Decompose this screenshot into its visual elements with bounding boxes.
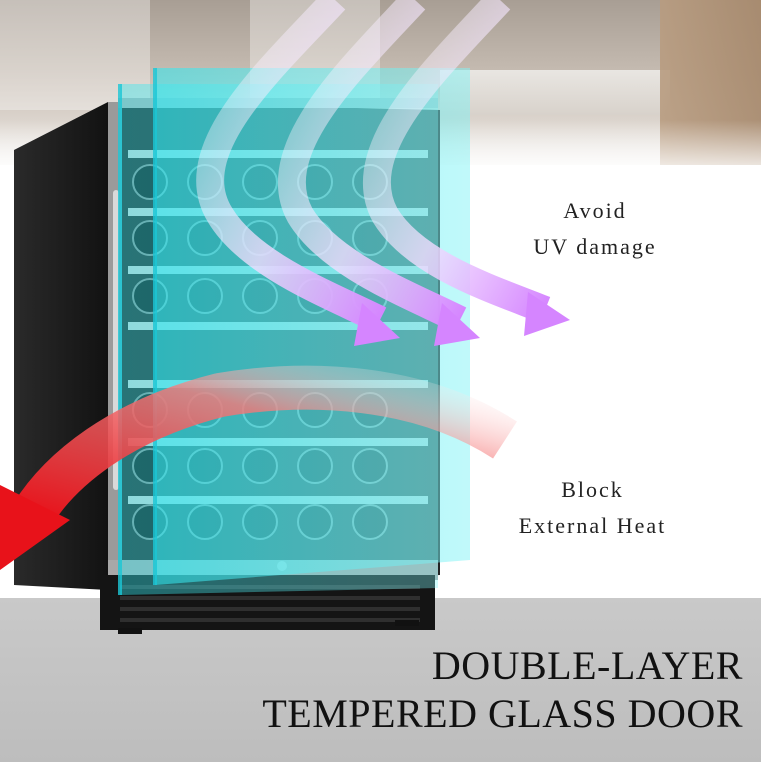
headline-line1: DOUBLE-LAYER <box>431 643 743 688</box>
curved-arrow-icon <box>434 303 480 346</box>
curved-arrow-icon <box>524 292 570 336</box>
curved-arrow-icon <box>354 303 400 346</box>
heat-callout: Block External Heat <box>500 472 685 544</box>
heat-callout-line2: External Heat <box>518 513 667 538</box>
heat-arrow <box>0 365 517 570</box>
curved-arrow-icon <box>0 485 70 570</box>
uv-callout: Avoid UV damage <box>505 193 685 265</box>
heat-callout-line1: Block <box>561 477 624 502</box>
uv-arrows <box>196 0 570 346</box>
headline-line2: TEMPERED GLASS DOOR <box>262 691 743 736</box>
uv-callout-line2: UV damage <box>533 234 657 259</box>
uv-callout-line1: Avoid <box>563 198 627 223</box>
kitchen-counter <box>440 70 670 115</box>
